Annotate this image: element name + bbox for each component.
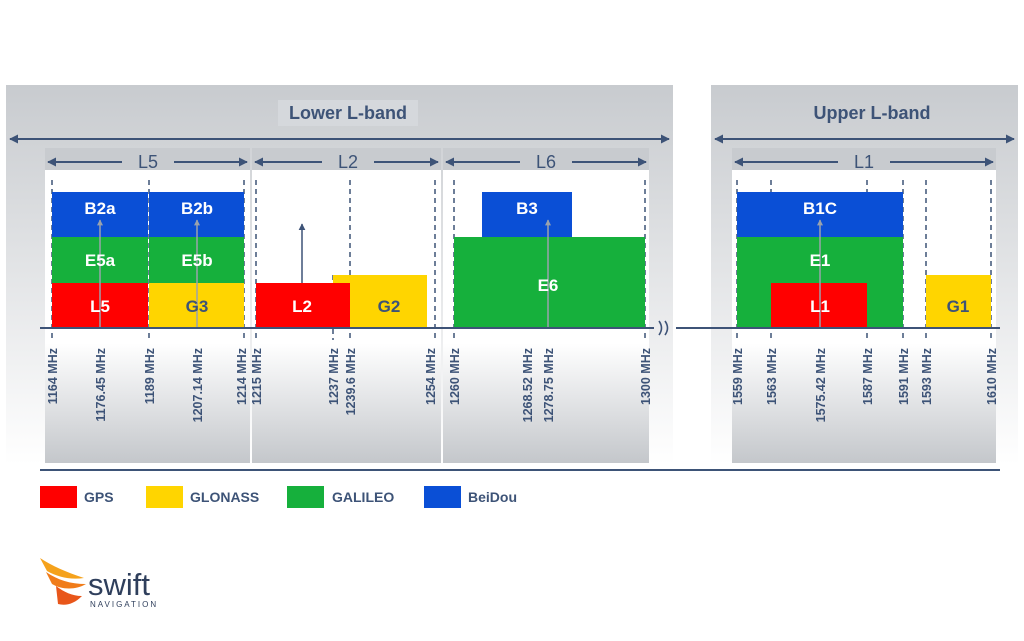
block-e6 [454, 237, 645, 328]
label-g3: G3 [186, 297, 209, 316]
freq-label-1254: 1254 MHz [424, 348, 438, 405]
freq-label-1587: 1587 MHz [861, 348, 875, 405]
l2-header-bar [252, 148, 441, 170]
label-e5a: E5a [85, 251, 116, 270]
l5-header-bar [45, 148, 250, 170]
label-b2a: B2a [84, 199, 116, 218]
swift-navigation-logo: swift NAVIGATION [40, 558, 158, 609]
label-e1: E1 [810, 251, 831, 270]
legend-label-galileo: GALILEO [332, 489, 394, 505]
legend-swatch-beidou [424, 486, 461, 508]
label-l1: L1 [810, 297, 830, 316]
legend: GPS GLONASS GALILEO BeiDou [40, 486, 517, 508]
l2-title: L2 [338, 152, 358, 172]
freq-label-1176: 1176.45 MHz [94, 348, 108, 422]
label-g2: G2 [378, 297, 401, 316]
label-l5: L5 [90, 297, 110, 316]
l6-header-bar [443, 148, 649, 170]
label-e5b: E5b [181, 251, 212, 270]
l1-header-bar [732, 148, 996, 170]
lower-band-label-bg [278, 100, 418, 126]
legend-label-beidou: BeiDou [468, 489, 517, 505]
l6-title: L6 [536, 152, 556, 172]
label-b2b: B2b [181, 199, 213, 218]
block-b3 [482, 192, 572, 237]
swift-bird-icon [40, 558, 86, 605]
legend-swatch-gps [40, 486, 77, 508]
legend-label-glonass: GLONASS [190, 489, 259, 505]
block-l2 [256, 283, 350, 328]
freq-label-1214: 1214 MHz [235, 348, 249, 405]
upper-band-title: Upper L-band [814, 103, 931, 123]
legend-label-gps: GPS [84, 489, 114, 505]
block-l1 [771, 283, 867, 328]
freq-label-1268: 1268.52 MHz [521, 348, 535, 422]
freq-label-1300: 1300 MHz [639, 348, 653, 405]
l5-title: L5 [138, 152, 158, 172]
freq-label-1164: 1164 MHz [46, 348, 60, 404]
logo-wordmark: swift [88, 567, 150, 602]
freq-label-1260: 1260 MHz [448, 348, 462, 405]
freq-label-1563: 1563 MHz [765, 348, 779, 405]
freq-label-1593: 1593 MHz [920, 348, 934, 405]
l1-title: L1 [854, 152, 874, 172]
label-b1c: B1C [803, 199, 837, 218]
freq-label-1610: 1610 MHz [985, 348, 999, 405]
legend-swatch-glonass [146, 486, 183, 508]
freq-label-1215: 1215 MHz [250, 348, 264, 405]
legend-swatch-galileo [287, 486, 324, 508]
label-g1: G1 [947, 297, 970, 316]
block-g1 [926, 275, 991, 328]
axis-break-icon [658, 320, 669, 336]
freq-label-1575: 1575.42 MHz [814, 348, 828, 422]
freq-label-1239: 1239.6 MHz [344, 348, 358, 415]
freq-label-1189: 1189 MHz [143, 348, 157, 404]
freq-label-1591: 1591 MHz [897, 348, 911, 405]
freq-label-1237: 1237 MHz [327, 348, 341, 405]
freq-label-1278: 1278.75 MHz [542, 348, 556, 422]
lower-band-title: Lower L-band [289, 103, 407, 123]
label-e6: E6 [538, 276, 559, 295]
logo-subtext: NAVIGATION [90, 600, 158, 609]
freq-label-1559: 1559 MHz [731, 348, 745, 405]
label-b3: B3 [516, 199, 538, 218]
freq-label-1207: 1207.14 MHz [191, 348, 205, 422]
label-l2: L2 [292, 297, 312, 316]
